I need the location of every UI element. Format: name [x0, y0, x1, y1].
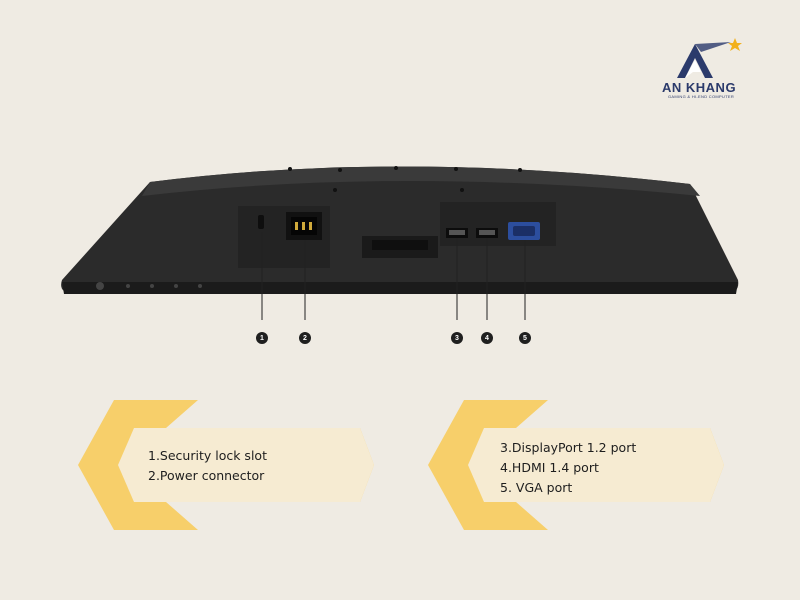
vga-port	[508, 222, 540, 240]
monitor-back-image	[61, 166, 739, 320]
callout-3: 3	[451, 332, 463, 344]
legend-panel-right: 3.DisplayPort 1.2 port 4.HDMI 1.4 port 5…	[428, 400, 728, 530]
callout-5: 5	[519, 332, 531, 344]
legend-item-power-connector: 2.Power connector	[148, 468, 265, 483]
callout-4: 4	[481, 332, 493, 344]
legend-panel-left: 1.Security lock slot 2.Power connector	[78, 400, 378, 530]
brand-tagline: GAMING & HI-END COMPUTER	[668, 94, 735, 99]
legend-item-vga: 5. VGA port	[500, 480, 573, 495]
stand-mount	[362, 236, 438, 258]
brand-name: AN KHANG	[662, 80, 737, 95]
star-icon	[728, 38, 742, 51]
displayport-port	[446, 228, 468, 238]
legend-item-displayport: 3.DisplayPort 1.2 port	[500, 440, 637, 455]
legend-item-hdmi: 4.HDMI 1.4 port	[500, 460, 599, 475]
an-khang-logo	[677, 38, 742, 78]
callout-2: 2	[299, 332, 311, 344]
power-connector	[286, 212, 322, 240]
callout-1: 1	[256, 332, 268, 344]
security-lock-slot	[258, 215, 264, 229]
hdmi-port	[476, 228, 498, 238]
legend-item-security-lock: 1.Security lock slot	[148, 448, 267, 463]
